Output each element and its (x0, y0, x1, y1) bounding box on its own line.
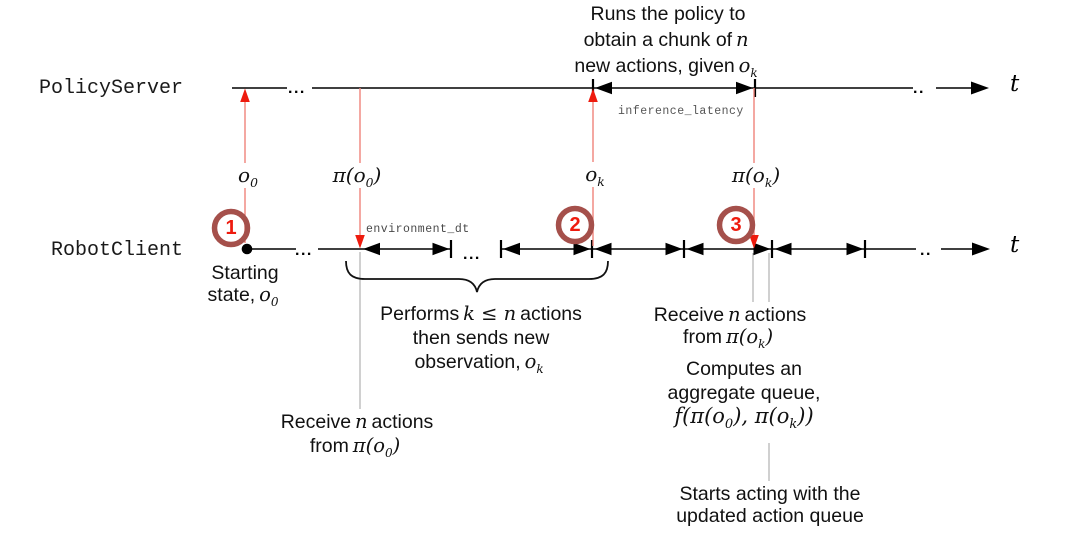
policyserver-label: PolicyServer (38, 77, 183, 100)
step-2-number: 2 (569, 214, 581, 236)
step-2-ring (555, 205, 595, 245)
computes-line2: aggregate queue, (667, 381, 821, 404)
runs-policy-line1: Runs the policy to (590, 3, 746, 25)
starts-acting-line2: updated action queue (676, 505, 864, 527)
server-ellipsis-left: ... (288, 80, 306, 97)
inference-latency-interval (591, 79, 757, 97)
pi-ok-down-arrowhead-icon (749, 235, 759, 249)
client-ellipsis-left: ... (295, 242, 313, 259)
o0-message-label: o0 (228, 163, 268, 189)
step-3-ring (716, 205, 756, 245)
starting-state-line2: state,o0 (207, 283, 279, 309)
environment-dt-label: environment_dt (366, 223, 470, 236)
computes-note: Computes an aggregate queue, f(π(o0), π(… (654, 358, 834, 433)
inference-latency-label: inference_latency (618, 105, 744, 118)
ok-up-arrowhead-icon (588, 88, 598, 102)
ok-message-label: ok (575, 162, 615, 188)
pi-o0-message-label: π(o0) (322, 163, 392, 189)
performs-line2: then sends new (412, 327, 550, 349)
client-ellipsis-mid: ... (463, 246, 481, 263)
robotclient-start-dot (241, 243, 253, 255)
client-time-symbol: t (1010, 232, 1020, 258)
starts-acting-note: Starts acting with the updated action qu… (670, 483, 870, 527)
pi-ok-message-label: π(ok) (721, 163, 791, 189)
step-rings (211, 205, 756, 248)
performs-brace (345, 260, 609, 293)
step-3-number: 3 (730, 214, 742, 236)
robotclient-label: RobotClient (50, 239, 183, 262)
o0-up-arrowhead-icon (240, 88, 250, 102)
computes-line1: Computes an (686, 358, 802, 380)
starting-state-line1: Starting (211, 262, 279, 284)
pi-o0-down-arrowhead-icon (355, 235, 365, 249)
policyserver-axis-arrowhead-icon (971, 81, 989, 95)
step-1-ring (211, 208, 251, 248)
starts-acting-line1: Starts acting with the (679, 483, 861, 505)
robotclient-axis-arrowhead-icon (972, 242, 990, 256)
performs-line3: observation,ok (414, 350, 544, 376)
server-time-symbol: t (1010, 71, 1020, 97)
step-1-number: 1 (225, 217, 237, 239)
computes-formula: f(π(o0), π(ok)) (674, 404, 814, 433)
starting-state-note: Starting state,o0 (185, 262, 305, 309)
action-step-ticks (449, 240, 867, 258)
client-ellipsis-right: .. (920, 242, 932, 259)
action-step-arrowheads (363, 242, 864, 256)
server-ellipsis-right: .. (913, 80, 925, 97)
